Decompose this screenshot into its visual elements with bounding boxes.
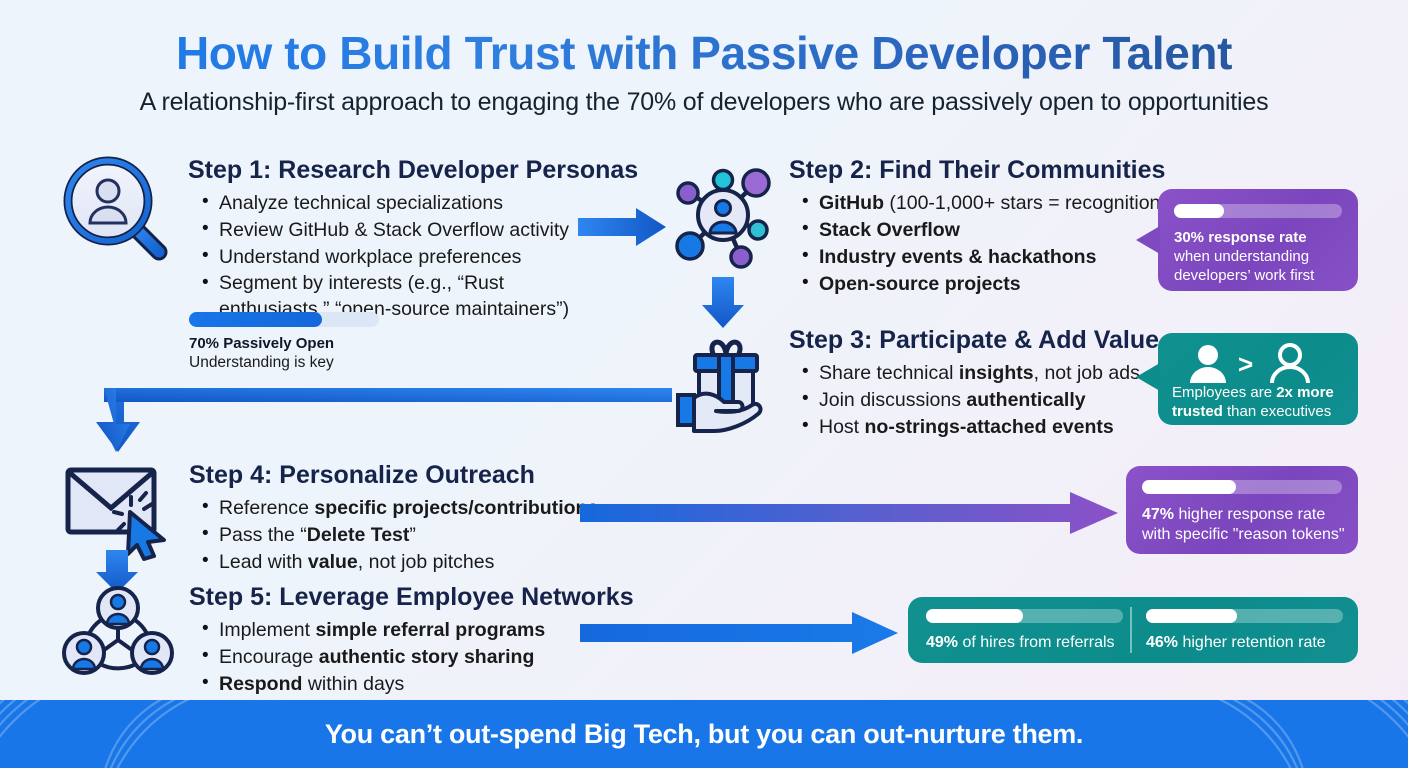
list-item: Analyze technical specializations: [200, 189, 570, 217]
list-item: Respond within days: [200, 670, 545, 698]
step-4-bullets: Reference specific projects/contribution…: [200, 494, 598, 576]
card-response-rate: 30% response rate when understanding dev…: [1158, 189, 1358, 291]
card-response-rate-line2: when understanding: [1174, 248, 1310, 266]
card-response-rate-line3: developers’ work first: [1174, 267, 1315, 285]
magnifier-person-icon: [62, 155, 174, 265]
card-referrals-left-fill: [926, 609, 1023, 623]
arrow-step5-to-card: [580, 610, 900, 656]
step-1-progress-fill: [189, 312, 322, 327]
envelope-cursor-icon: [62, 462, 174, 561]
card-referrals-right-pct: 46%: [1146, 634, 1179, 651]
page-subtitle: A relationship-first approach to engagin…: [139, 88, 1269, 116]
list-item: Encourage authentic story sharing: [200, 643, 545, 671]
list-item: Pass the “Delete Test”: [200, 521, 598, 549]
list-item: Review GitHub & Stack Overflow activity: [200, 216, 570, 244]
card-employee-trust-line2b: than executives: [1222, 403, 1332, 421]
card-response-rate-fill: [1174, 204, 1224, 218]
list-item: Share technical insights, not job ads: [800, 359, 1140, 387]
step-4-title: Step 4: Personalize Outreach: [189, 461, 535, 489]
list-item: Open-source projects: [800, 270, 1167, 298]
step-1-progress-track: [189, 312, 379, 327]
card-reason-tokens-track: [1142, 480, 1342, 494]
card-reason-tokens-pct: 47%: [1142, 506, 1175, 523]
card-response-rate-text: 30% response rate when understanding dev…: [1174, 228, 1354, 286]
card-reason-tokens-line1b: higher response rate: [1174, 506, 1326, 523]
card-employee-trust-tail: [1136, 363, 1160, 391]
svg-text:>: >: [1238, 349, 1253, 379]
list-item: Stack Overflow: [800, 216, 1167, 244]
list-item: Lead with value, not job pitches: [200, 548, 598, 576]
arrow-step3-to-step4: [92, 382, 672, 454]
hand-gift-icon: [672, 332, 780, 438]
list-item: Reference specific projects/contribution…: [200, 494, 598, 522]
card-referrals-divider: [1130, 607, 1132, 653]
step-5-title: Step 5: Leverage Employee Networks: [189, 583, 634, 611]
card-employee-trust-line1a: Employees are: [1172, 384, 1277, 401]
arrow-step2-to-step3: [700, 277, 746, 329]
step-2-title: Step 2: Find Their Communities: [789, 156, 1166, 184]
card-referrals-left-track: [926, 609, 1123, 623]
card-response-rate-tail: [1136, 226, 1160, 254]
card-referrals-right-track: [1146, 609, 1343, 623]
page-title: How to Build Trust with Passive Develope…: [0, 26, 1408, 80]
list-item: Industry events & hackathons: [800, 243, 1167, 271]
step-1-progress-label: 70% Passively Open: [189, 335, 335, 352]
arrow-step1-to-step2: [578, 206, 668, 248]
wave-decoration-icon: [0, 700, 1408, 768]
card-employee-trust-text: Employees are 2x more trusted than execu…: [1172, 383, 1357, 421]
step-3-title: Step 3: Participate & Add Value: [789, 326, 1160, 354]
card-referrals-left-text: 49% of hires from referrals: [926, 633, 1115, 653]
card-referrals-left-label: of hires from referrals: [958, 634, 1115, 651]
card-referrals-right-label: higher retention rate: [1178, 634, 1326, 651]
card-employee-trust-line2a: trusted: [1172, 403, 1223, 421]
card-referrals-right-fill: [1146, 609, 1237, 623]
card-referrals-left-pct: 49%: [926, 634, 959, 651]
step-1-title: Step 1: Research Developer Personas: [188, 156, 639, 184]
employee-vs-executive-icon: >: [1186, 343, 1334, 385]
card-response-rate-stat: 30% response rate: [1174, 229, 1307, 246]
card-reason-tokens: 47% higher response rate with specific "…: [1126, 466, 1358, 554]
network-hub-icon: [668, 163, 778, 271]
card-reason-tokens-fill: [1142, 480, 1236, 494]
step-1-bullets: Analyze technical specializations Review…: [200, 189, 570, 323]
footer-text: You can’t out-spend Big Tech, but you ca…: [324, 718, 1084, 749]
card-referrals: 49% of hires from referrals 46% higher r…: [908, 597, 1358, 663]
list-item: GitHub (100-1,000+ stars = recognition): [800, 189, 1167, 217]
list-item: Host no-strings-attached events: [800, 413, 1140, 441]
list-item: Implement simple referral programs: [200, 616, 545, 644]
arrow-step4-to-card: [580, 490, 1120, 536]
step-5-bullets: Implement simple referral programs Encou…: [200, 616, 545, 698]
card-response-rate-track: [1174, 204, 1342, 218]
card-employee-trust-line1b: 2x more: [1276, 384, 1334, 401]
arrow-step4-to-step5: [94, 550, 140, 594]
step-3-bullets: Share technical insights, not job ads Jo…: [800, 359, 1140, 441]
list-item: Join discussions authentically: [800, 386, 1140, 414]
card-referrals-right-text: 46% higher retention rate: [1146, 633, 1326, 653]
step-2-bullets: GitHub (100-1,000+ stars = recognition) …: [800, 189, 1167, 298]
card-reason-tokens-line2: with specific "reason tokens": [1142, 526, 1345, 544]
card-employee-trust: > Employees are 2x more trusted than exe…: [1158, 333, 1358, 425]
footer-banner: You can’t out-spend Big Tech, but you ca…: [0, 700, 1408, 768]
list-item: Understand workplace preferences: [200, 243, 570, 271]
card-reason-tokens-text: 47% higher response rate with specific "…: [1142, 505, 1358, 546]
step-1-progress-sublabel: Understanding is key: [189, 354, 334, 371]
team-network-icon: [62, 586, 174, 676]
